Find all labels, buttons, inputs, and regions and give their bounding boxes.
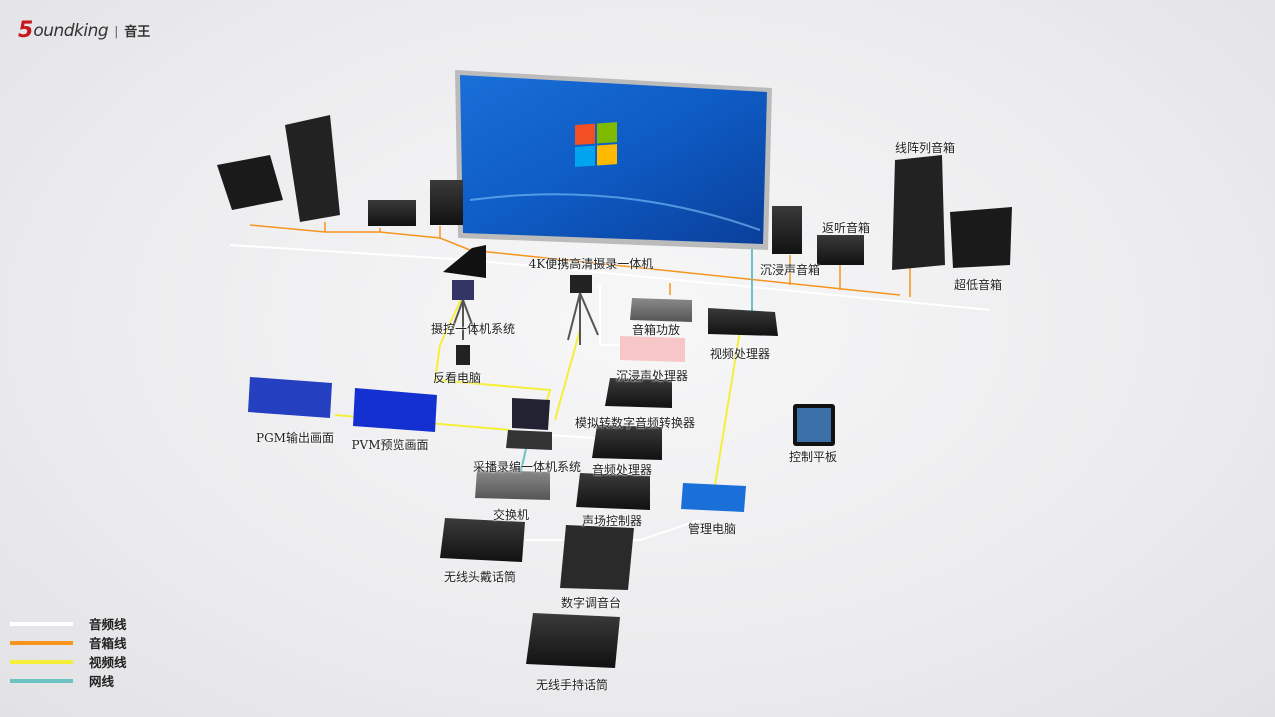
label-camera-4k: 4K便携高清摄录一体机 [528, 257, 654, 271]
label-immersive-speaker: 沉浸声音箱 [759, 263, 821, 277]
label-management-pc: 管理电脑 [687, 522, 737, 536]
label-pgm: PGM输出画面 [256, 431, 334, 445]
label-immersive-processor: 沉浸声处理器 [615, 369, 689, 383]
label-digital-mixer: 数字调音台 [560, 596, 622, 610]
label-subwoofer: 超低音箱 [953, 278, 1003, 292]
4k-camcorder [567, 275, 599, 345]
label-ptz-system: 摄控一体机系统 [430, 322, 516, 336]
ptz-camera [443, 245, 486, 365]
label-amplifier: 音箱功放 [631, 323, 681, 337]
soundking-logo: 5 oundking | 音王 [18, 18, 151, 43]
monitors [248, 377, 835, 512]
legend-swatch [10, 621, 73, 626]
led-screen [455, 70, 772, 250]
legend: 音频线 音箱线 视频线 网线 [10, 614, 127, 690]
label-monitor-speaker: 返听音箱 [821, 221, 871, 235]
windows-logo [575, 122, 617, 167]
label-recording-system: 采播录编一体机系统 [472, 460, 582, 474]
speakers-left [217, 115, 463, 226]
label-video-processor: 视频处理器 [709, 347, 771, 361]
label-tablet: 控制平板 [788, 450, 838, 464]
legend-item-speaker: 音箱线 [10, 633, 127, 652]
label-sound-field-controller: 声场控制器 [581, 514, 643, 528]
label-switch: 交换机 [492, 508, 530, 522]
label-pvm: PVM预览画面 [351, 438, 429, 452]
label-line-array: 线阵列音箱 [894, 141, 956, 155]
legend-item-audio: 音频线 [10, 614, 127, 633]
speakers-right [772, 155, 1012, 270]
legend-swatch [10, 678, 73, 683]
label-return-pc: 反看电脑 [432, 371, 482, 385]
legend-item-network: 网线 [10, 671, 127, 690]
speaker-cables [249, 222, 911, 297]
legend-item-video: 视频线 [10, 652, 127, 671]
legend-swatch [10, 659, 73, 664]
legend-swatch [10, 640, 73, 645]
label-audio-processor: 音频处理器 [591, 463, 653, 477]
label-headset-mic: 无线头戴话筒 [443, 570, 517, 584]
label-adc: 模拟转数字音频转换器 [574, 416, 696, 430]
rack-devices [440, 298, 778, 668]
label-handheld-mic: 无线手持话筒 [535, 678, 609, 692]
